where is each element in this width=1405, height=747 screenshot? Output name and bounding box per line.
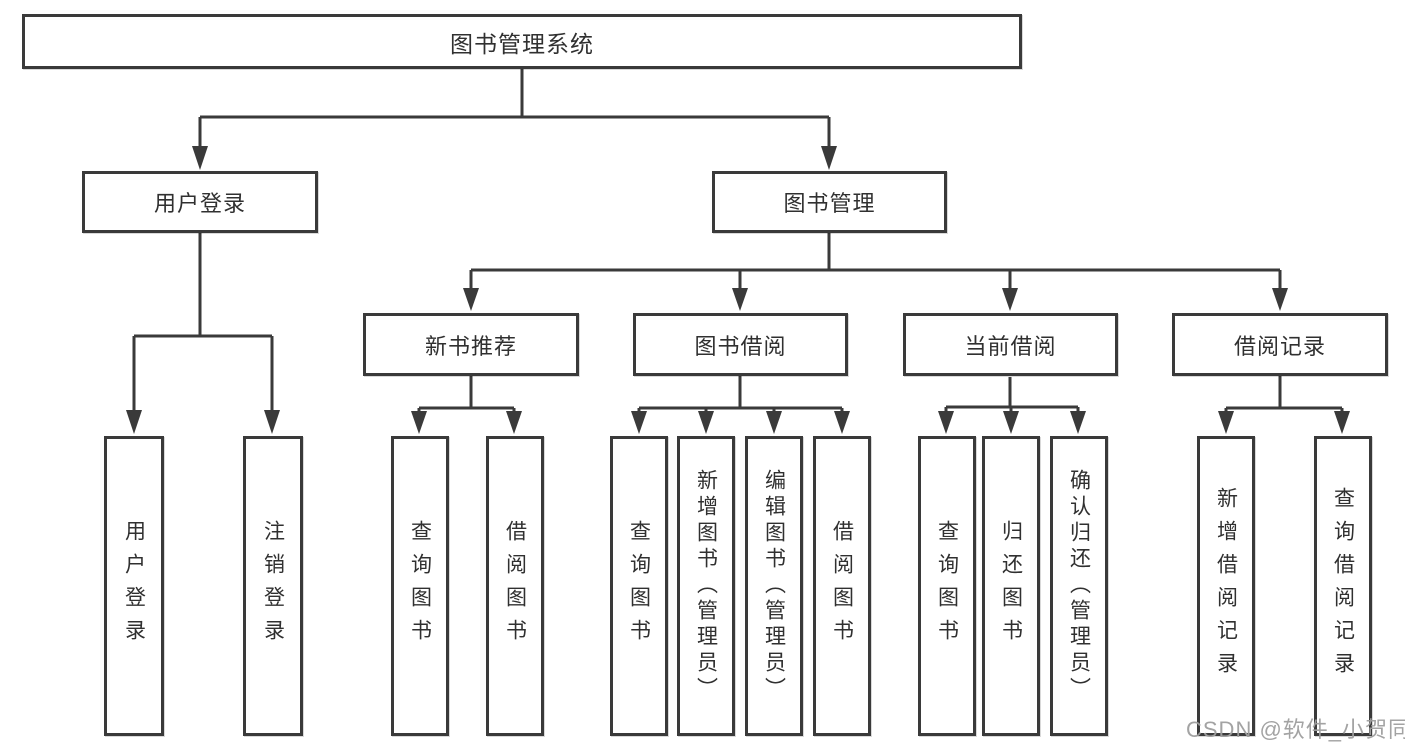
connector-bookmgmt-to-level2	[463, 233, 1288, 311]
connector-newbooks-to-leaves	[411, 376, 522, 434]
connector-records-to-leaves	[1218, 376, 1350, 434]
node-borrow-records: 借阅记录	[1172, 313, 1388, 376]
leaf-add-borrow-record: 新增借阅记录	[1197, 436, 1255, 736]
leaf-label: 查询借阅记录	[1331, 487, 1355, 685]
leaf-label: 注销登录	[261, 520, 285, 652]
node-library-management-system: 图书管理系统	[22, 14, 1022, 69]
leaf-label: 查询图书	[627, 520, 651, 652]
leaf-return-books: 归还图书	[982, 436, 1040, 736]
node-user-login: 用户登录	[82, 171, 318, 233]
leaf-label: 新增图书（管理员）	[694, 469, 718, 703]
connector-borrow-to-leaves	[631, 376, 850, 434]
leaf-label: 编辑图书（管理员）	[762, 469, 786, 703]
connector-current-to-leaves	[938, 377, 1086, 434]
node-book-management: 图书管理	[712, 171, 947, 233]
leaf-label: 借阅图书	[830, 520, 854, 652]
leaf-user-login: 用户登录	[104, 436, 164, 736]
node-book-borrow: 图书借阅	[633, 313, 848, 376]
leaf-borrow-books-1: 借阅图书	[486, 436, 544, 736]
leaf-logout: 注销登录	[243, 436, 303, 736]
leaf-label: 借阅图书	[503, 520, 527, 652]
leaf-label: 查询图书	[935, 520, 959, 652]
csdn-watermark: CSDN @软件_小贺同学	[1186, 717, 1405, 742]
leaf-label: 查询图书	[408, 520, 432, 652]
leaf-add-books-admin: 新增图书（管理员）	[677, 436, 735, 736]
leaf-label: 确认归还（管理员）	[1067, 469, 1091, 703]
leaf-query-borrow-record: 查询借阅记录	[1314, 436, 1372, 736]
leaf-borrow-books-2: 借阅图书	[813, 436, 871, 736]
leaf-query-books-1: 查询图书	[391, 436, 449, 736]
leaf-confirm-return-admin: 确认归还（管理员）	[1050, 436, 1108, 736]
leaf-query-books-2: 查询图书	[610, 436, 668, 736]
leaf-label: 归还图书	[999, 520, 1023, 652]
leaf-label: 新增借阅记录	[1214, 487, 1238, 685]
leaf-edit-books-admin: 编辑图书（管理员）	[745, 436, 803, 736]
node-new-book-recommend: 新书推荐	[363, 313, 579, 376]
node-current-borrow: 当前借阅	[903, 313, 1118, 376]
connector-userlogin-to-leaves	[126, 233, 280, 434]
leaf-label: 用户登录	[122, 520, 146, 652]
connector-root-to-level1	[192, 69, 837, 170]
leaf-query-books-3: 查询图书	[918, 436, 976, 736]
